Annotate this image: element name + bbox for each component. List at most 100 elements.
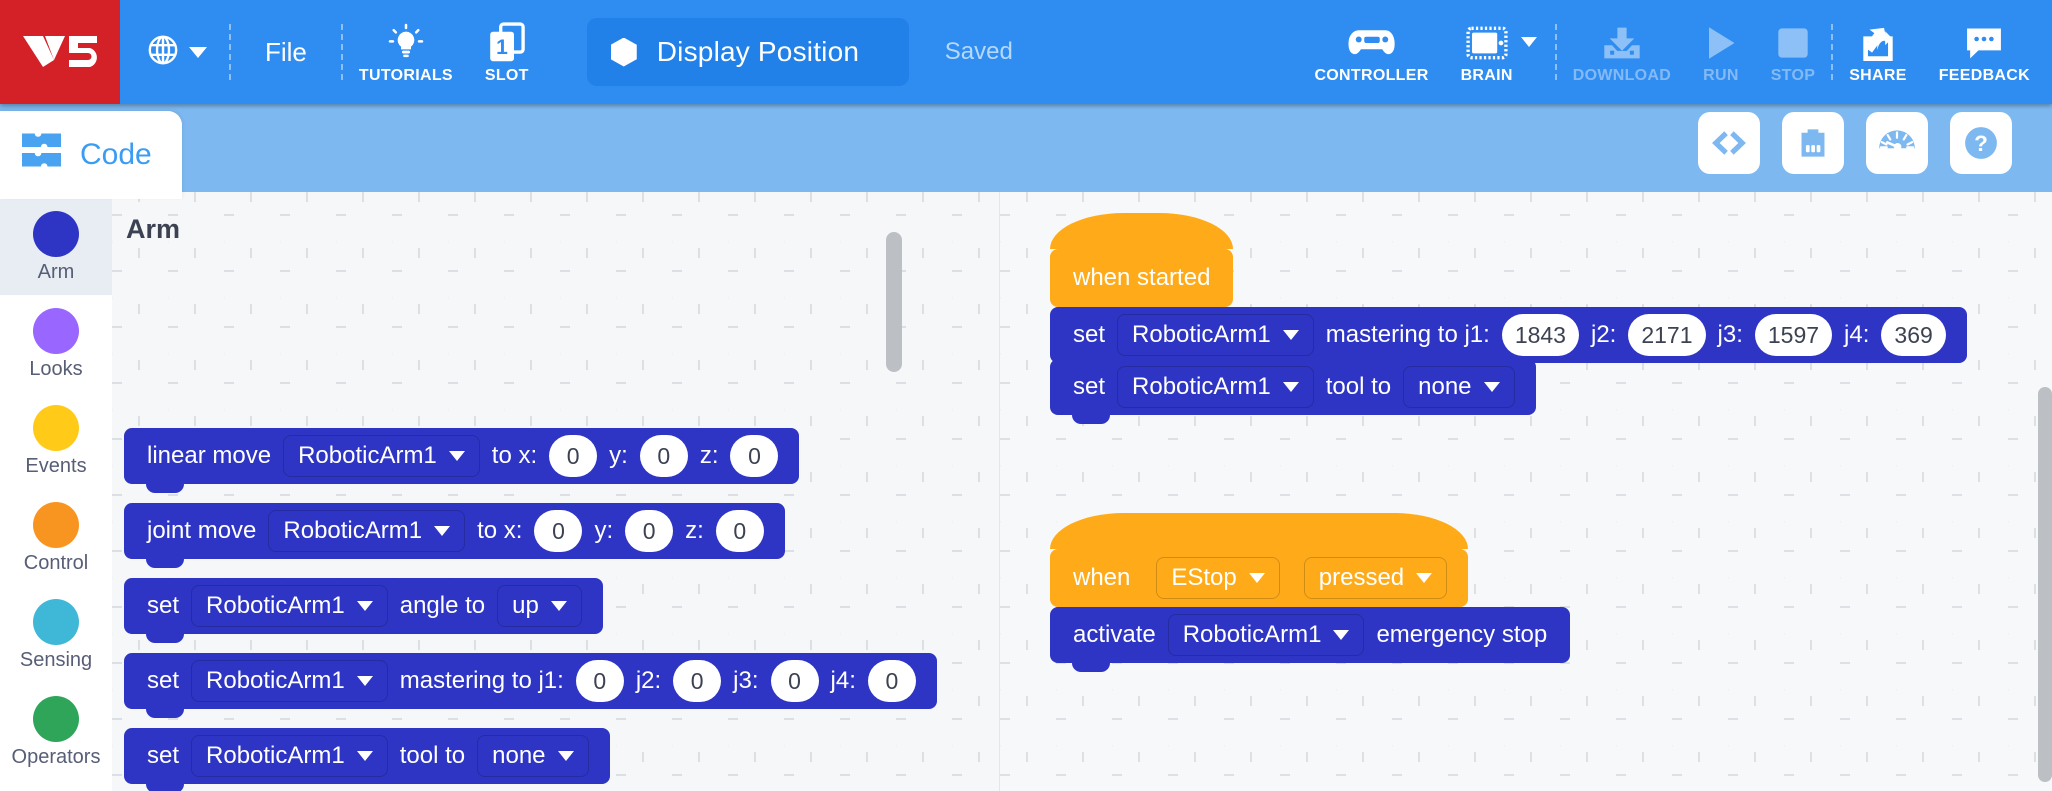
block-number-input[interactable]: 0 — [549, 435, 598, 477]
block-label: set — [147, 742, 180, 769]
block-dropdown[interactable]: RoboticArm1 — [191, 660, 388, 702]
feedback-icon — [1964, 21, 2004, 65]
block-number-input[interactable]: 0 — [534, 510, 583, 552]
workspace-vertical-scrollbar[interactable] — [2038, 387, 2052, 782]
code-blocks-icon — [20, 129, 66, 182]
category-control[interactable]: Control — [0, 489, 112, 586]
block-dropdown[interactable]: RoboticArm1 — [191, 585, 388, 627]
block-dropdown[interactable]: RoboticArm1 — [191, 735, 388, 777]
run-button[interactable]: RUN — [1687, 0, 1755, 104]
block-label: j4: — [830, 667, 856, 694]
block-dropdown[interactable]: RoboticArm1 — [283, 435, 480, 477]
block-number-input[interactable]: 0 — [673, 660, 722, 702]
block-dropdown[interactable]: RoboticArm1 — [1167, 614, 1365, 656]
brain-label: BRAIN — [1460, 66, 1513, 84]
block-number-input[interactable]: 0 — [625, 510, 674, 552]
palette-scrollbar[interactable] — [886, 232, 902, 372]
hat-cap — [1050, 513, 1469, 549]
lightbulb-icon — [386, 21, 426, 65]
block-number-input[interactable]: 369 — [1881, 314, 1946, 356]
category-operators[interactable]: Operators — [0, 683, 112, 780]
block-dropdown[interactable]: EStop — [1156, 557, 1280, 599]
help-icon[interactable]: ? — [1950, 112, 2012, 174]
block-dropdown[interactable]: RoboticArm1 — [1117, 366, 1314, 408]
category-arm[interactable]: Arm — [0, 198, 112, 295]
tab-code[interactable]: Code — [0, 111, 182, 199]
block-number-input[interactable]: 0 — [867, 660, 916, 702]
devices-icon[interactable] — [1782, 112, 1844, 174]
share-icon — [1859, 21, 1897, 65]
tutorials-button[interactable]: TUTORIALS — [343, 0, 469, 104]
globe-icon — [146, 33, 180, 72]
stop-icon — [1776, 21, 1810, 65]
slot-icon: 1 — [487, 21, 527, 65]
chevron-down-icon — [356, 601, 373, 611]
file-menu-button[interactable]: File — [265, 36, 307, 67]
category-label: Operators — [11, 746, 101, 768]
project-name-button[interactable]: Display Position — [586, 18, 909, 86]
block-label: to x: — [477, 517, 523, 544]
dropdown-value: RoboticArm1 — [206, 592, 345, 619]
workspace-hat-when-started[interactable]: when started — [1050, 213, 1234, 316]
block-number-input[interactable]: 0 — [730, 435, 779, 477]
download-button[interactable]: DOWNLOAD — [1557, 0, 1687, 104]
block-label: angle to — [399, 592, 486, 619]
category-color-dot — [33, 599, 79, 645]
category-looks[interactable]: Looks — [0, 295, 112, 392]
block-label: z: — [685, 517, 704, 544]
chevron-down-icon — [1333, 630, 1350, 640]
palette-block-set-angle[interactable]: set RoboticArm1 angle to up — [124, 578, 603, 643]
language-button[interactable] — [120, 0, 229, 104]
download-label: DOWNLOAD — [1572, 66, 1672, 84]
sub-toolbar-actions: ? — [1698, 112, 2012, 174]
slot-button[interactable]: 1 SLOT — [469, 0, 545, 104]
chevron-down-icon — [448, 451, 465, 461]
controller-button[interactable]: CONTROLLER — [1298, 0, 1444, 104]
block-number-input[interactable]: 2171 — [1628, 314, 1706, 356]
feedback-label: FEEDBACK — [1938, 66, 2030, 84]
dashboard-icon[interactable] — [1866, 112, 1928, 174]
stop-button[interactable]: STOP — [1755, 0, 1831, 104]
block-dropdown[interactable]: RoboticArm1 — [268, 510, 466, 552]
block-number-input[interactable]: 1597 — [1754, 314, 1833, 356]
block-label: set — [147, 592, 180, 619]
brain-button[interactable]: BRAIN — [1445, 0, 1519, 104]
feedback-button[interactable]: FEEDBACK — [1923, 0, 2052, 104]
block-label: z: — [699, 442, 719, 469]
block-dropdown[interactable]: pressed — [1303, 557, 1448, 599]
block-number-input[interactable]: 0 — [639, 435, 688, 477]
block-number-input[interactable]: 0 — [770, 660, 819, 702]
block-label: to x: — [491, 442, 538, 469]
category-sensing[interactable]: Sensing — [0, 586, 112, 683]
block-label: emergency stop — [1376, 621, 1548, 648]
block-dropdown[interactable]: none — [477, 735, 589, 777]
block-number-input[interactable]: 1843 — [1501, 314, 1579, 356]
brain-chevron-down-icon[interactable] — [1520, 37, 1537, 47]
block-dropdown[interactable]: up — [497, 585, 582, 627]
chevron-down-icon — [356, 676, 373, 686]
dropdown-value: pressed — [1318, 564, 1405, 591]
category-color-dot — [33, 502, 79, 548]
block-dropdown[interactable]: RoboticArm1 — [1117, 314, 1314, 356]
category-events[interactable]: Events — [0, 392, 112, 489]
block-label: j2: — [635, 667, 662, 694]
brain-group: BRAIN — [1445, 0, 1555, 104]
block-number-input[interactable]: 0 — [715, 510, 764, 552]
category-label: Looks — [29, 358, 83, 380]
block-dropdown[interactable]: none — [1403, 366, 1515, 408]
code-view-icon[interactable] — [1698, 112, 1760, 174]
block-number-input[interactable]: 0 — [575, 660, 624, 702]
share-button[interactable]: SHARE — [1833, 0, 1923, 104]
dropdown-value: none — [492, 742, 546, 769]
dropdown-value: RoboticArm1 — [1182, 621, 1322, 648]
